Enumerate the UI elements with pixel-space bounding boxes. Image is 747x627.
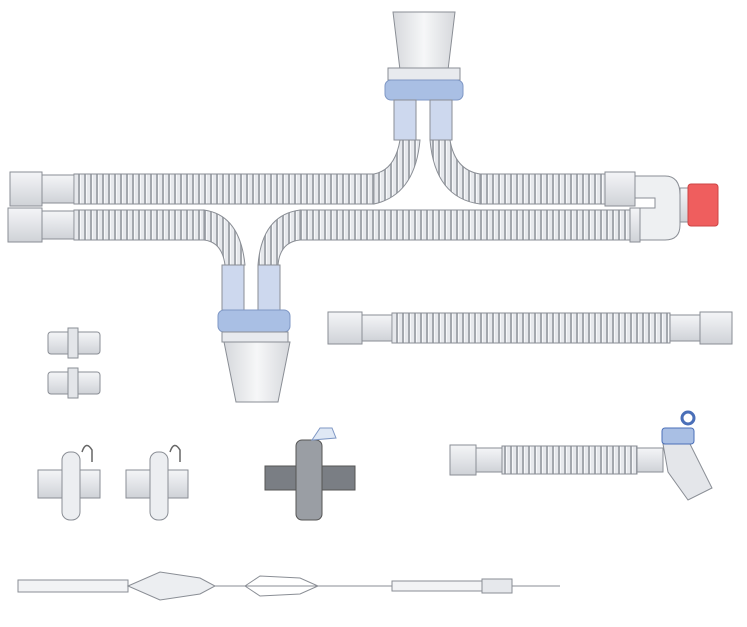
lower-limb-tube	[7, 207, 641, 266]
sampling-line	[17, 571, 560, 601]
straight-corrugated-tube	[327, 311, 733, 345]
catheter-mount-elbow	[449, 410, 713, 501]
red-cap	[687, 183, 719, 227]
y-piece	[634, 175, 719, 241]
water-trap-bottom	[217, 264, 291, 403]
straight-connector-pair	[47, 327, 101, 399]
water-trap-top	[384, 11, 464, 141]
filter-left	[37, 444, 101, 521]
hme-filter	[264, 427, 356, 521]
upper-limb-tube	[9, 139, 636, 207]
filter-middle	[125, 444, 189, 521]
